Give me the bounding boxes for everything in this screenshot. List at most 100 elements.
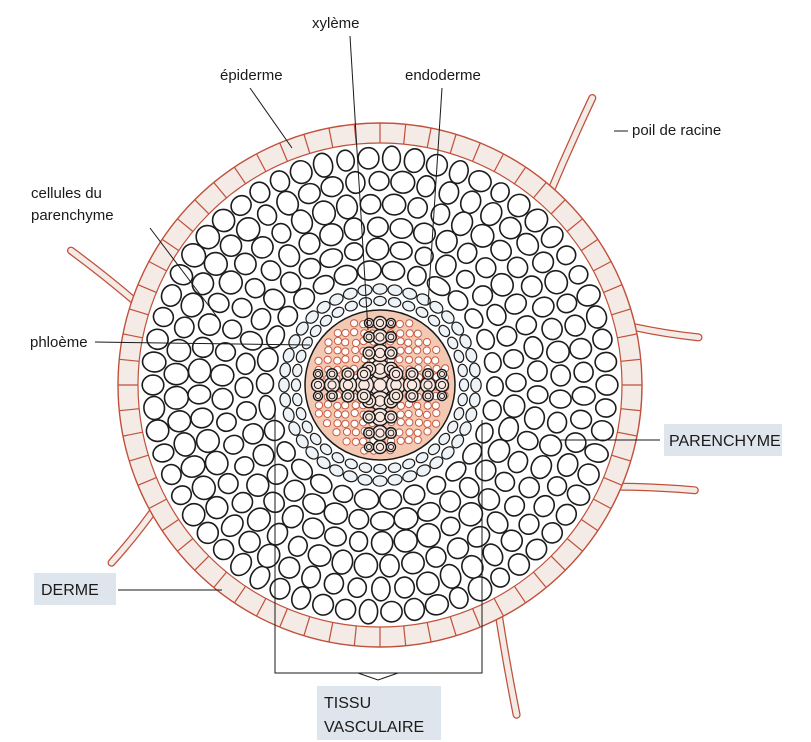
xylem-vessel [386,428,397,439]
phloem-cell [424,428,431,435]
parenchyma-cell [235,377,253,398]
parenchyma-cell [549,389,572,408]
xylem-vessel [423,369,434,380]
phloem-cell [423,339,430,346]
phloem-cell [342,356,349,363]
label-poil-de-racine: poil de racine [632,122,721,139]
label-tissu: TISSU [324,695,371,712]
parenchyma-cell [164,363,189,385]
phloem-cell [315,410,322,417]
xylem-vessel [363,411,375,423]
xylem-vessel [423,391,434,402]
phloem-cell [397,402,404,409]
xylem-vessel [364,332,375,343]
phloem-cell [423,411,430,418]
xylem-vessel [437,369,446,378]
parenchyma-cell [527,385,548,404]
parenchyma-cell [371,512,395,531]
xylem-vessel [385,347,397,359]
parenchyma-cell [256,373,273,393]
phloem-cell [342,339,349,346]
xylem-vessel [312,379,325,392]
phloem-cell [415,357,422,364]
phloem-cell [352,356,359,363]
phloem-cell [352,346,359,353]
xylem-vessel [364,318,373,327]
phloem-cell [342,402,349,409]
phloem-cell [406,320,413,327]
endodermis-cell [279,378,289,392]
parenchyma-cell [596,375,618,395]
phloem-cell [424,420,431,427]
phloem-cell [342,420,349,427]
phloem-cell [342,329,349,336]
phloem-cell [352,339,359,346]
phloem-cell [323,420,330,427]
phloem-cell [334,411,341,418]
phloem-cell [351,409,358,416]
parenchyma-cell [358,147,380,169]
xylem-vessel [437,391,446,400]
xylem-vessel [406,390,418,402]
endodermis-cell [374,464,386,473]
xylem-vessel [357,389,370,402]
phloem-cell [343,438,350,445]
parenchyma-cell [359,599,378,624]
parenchyma-cell [371,531,393,554]
phloem-cell [352,402,359,409]
phloem-cell [396,320,403,327]
phloem-cell [334,330,341,337]
parenchyma-cell [210,364,234,386]
phloem-cell [406,419,413,426]
phloem-cell [405,347,412,354]
label-cellules-line1: cellules du [31,185,102,202]
xylem-vessel [406,368,418,380]
phloem-cell [334,402,341,409]
xylem-vessel [389,367,402,380]
phloem-cell [432,402,439,409]
parenchyma-cell [551,365,571,387]
parenchyma-cell [353,553,378,579]
phloem-cell [334,337,341,344]
label-vasculaire: VASCULAIRE [324,719,424,736]
phloem-cell [406,330,413,337]
xylem-vessel [386,318,395,327]
endodermis-cell [291,379,300,391]
xylem-vessel [385,411,397,423]
phloem-cell [432,357,439,364]
phloem-cell [397,437,404,444]
root-hair-core [71,251,142,308]
phloem-cell [325,339,332,346]
phloem-cell [343,428,350,435]
label-epiderme: épiderme [220,67,283,84]
phloem-cell [324,410,331,417]
endodermis-cell [373,284,387,294]
xylem-vessel [386,332,397,343]
parenchyma-cell [164,386,189,410]
parenchyma-cell [188,385,212,405]
endodermis-cell [373,476,387,486]
phloem-cell [414,347,421,354]
phloem-cell [415,339,422,346]
parenchyma-cell [360,194,381,214]
xylem-vessel [374,441,387,454]
parenchyma-cell [380,601,402,622]
xylem-vessel [436,379,449,392]
label-endoderme: endoderme [405,67,481,84]
phloem-cell [433,346,440,353]
phloem-cell [405,410,412,417]
phloem-cell [405,339,412,346]
phloem-cell [415,409,422,416]
phloem-cell [351,320,358,327]
parenchyma-cell [372,577,390,601]
xylem-vessel [313,369,322,378]
xylem-vessel [386,442,395,451]
label-derme: DERME [41,582,99,599]
xylem-vessel [374,317,387,330]
label-cellules-line2: parenchyme [31,207,114,224]
phloem-cell [397,411,404,418]
phloem-cell [352,429,359,436]
phloem-cell [414,330,421,337]
label-xyleme: xylème [312,15,360,32]
